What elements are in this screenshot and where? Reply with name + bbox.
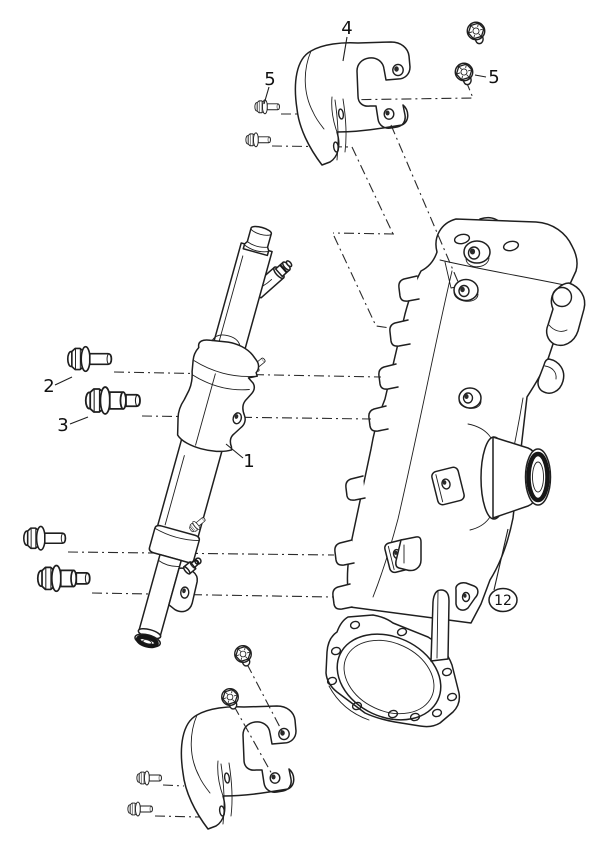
leader-line-5b: [474, 74, 487, 78]
callouts: 4 5 5 2 3 1 12: [43, 18, 518, 613]
housing-ear-near-flange: [455, 582, 479, 611]
alignment-lines: [67, 80, 474, 818]
cylinder-clamp: [176, 334, 269, 453]
bolt-bottom-bracket-left-b: [127, 801, 153, 817]
callout-5b: 5: [488, 67, 499, 88]
bolt-2: [66, 345, 113, 373]
bolt-5-top-right: [466, 21, 486, 45]
callout-1: 1: [243, 451, 254, 472]
leader-line-12: [493, 528, 509, 591]
callout-2: 2: [43, 376, 54, 397]
bolt-bottom-bracket-left-a: [136, 770, 162, 786]
bolt-3-with-sleeve: [84, 386, 141, 415]
housing-bottom-flange: [325, 614, 461, 728]
housing-hook-ear: [545, 282, 586, 347]
bolt-lower-left-a: [23, 525, 67, 551]
housing-boss-hole-lower: [458, 387, 482, 409]
plate-slot-hole: [453, 233, 471, 245]
leader-line-5a: [263, 86, 270, 105]
bolt-lower-left-b: [36, 564, 91, 593]
leader-line-4: [342, 36, 348, 62]
rod-end-bushing: [134, 628, 162, 649]
bolt-5-right: [454, 62, 474, 86]
leader-line-1: [225, 443, 244, 459]
grease-fitting: [182, 557, 202, 575]
housing-lower-lobe: [537, 358, 565, 394]
bolt-bottom-bracket-a: [234, 645, 252, 667]
flange-opening: [336, 633, 442, 721]
housing-boss-hole-upper: [453, 278, 479, 302]
alignment-lines-over: [233, 663, 284, 777]
bolt-bottom-bracket-b: [221, 688, 239, 710]
callout-4: 4: [341, 18, 352, 39]
plate-center-boss: [463, 240, 491, 268]
housing-slot-lug: [395, 536, 422, 572]
seal-ring: [526, 451, 550, 503]
housing-face-lug: [431, 466, 465, 506]
cylinder-top-cap: [242, 225, 273, 257]
axle-housing: [325, 216, 586, 728]
cylinder-collar: [148, 524, 201, 564]
callout-12: 12: [494, 593, 512, 609]
leader-line-3: [69, 416, 89, 425]
leader-line-2: [54, 376, 73, 386]
steering-cylinder-assembly: [134, 225, 293, 649]
callout-5a: 5: [264, 69, 275, 90]
clamp-bracket-top: [294, 41, 411, 166]
housing-side-boss: [467, 423, 552, 531]
callout-12-balloon: [488, 587, 518, 613]
bolt-5-upper-left: [254, 99, 280, 115]
plate-slot-hole: [502, 240, 520, 252]
housing-front-rib: [430, 589, 450, 662]
bolt-5-lower-left: [245, 132, 271, 148]
callout-3: 3: [57, 415, 68, 436]
